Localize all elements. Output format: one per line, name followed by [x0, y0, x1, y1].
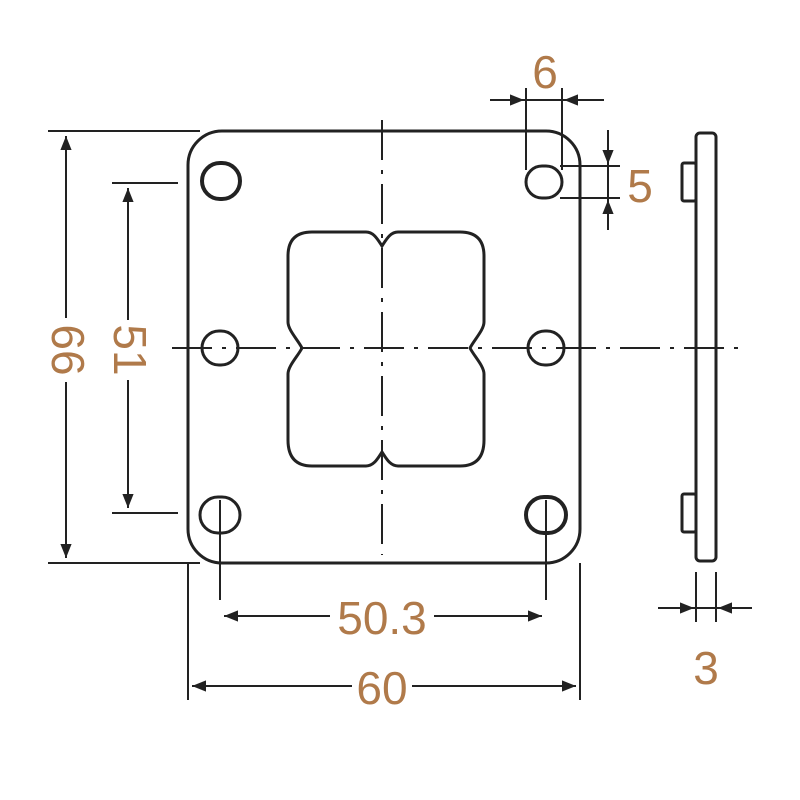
side-tab-bottom [680, 492, 698, 534]
label-overall-width: 60 [356, 662, 407, 714]
dimension-labels: 66 51 50.3 60 6 5 3 [42, 46, 719, 714]
center-lines [172, 120, 748, 600]
label-hole-pitch-horizontal: 50.3 [337, 592, 427, 644]
label-slot-width: 6 [532, 46, 558, 98]
label-slot-height: 5 [627, 160, 653, 212]
side-view [680, 131, 718, 563]
label-overall-height: 66 [42, 324, 94, 375]
side-plate [694, 131, 718, 563]
label-hole-pitch-vertical: 51 [104, 324, 156, 375]
hole-top-right [524, 164, 564, 200]
side-tab-top [680, 161, 698, 203]
hole-top-left [200, 161, 242, 201]
label-thickness: 3 [693, 642, 719, 694]
